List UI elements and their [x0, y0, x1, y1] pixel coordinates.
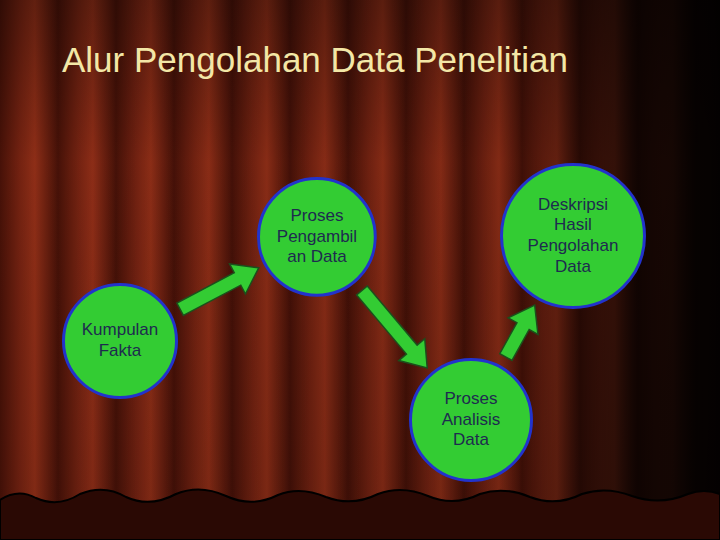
node-label: Proses Analisis Data	[435, 389, 507, 451]
process-circle: Proses Pengambil an Data	[257, 177, 377, 297]
node-label: Deskripsi Hasil Pengolahan Data	[521, 195, 625, 278]
flow-arrow	[500, 305, 538, 360]
curtain-hem	[0, 489, 720, 540]
flow-arrow	[177, 264, 259, 316]
text-holder: Proses Analisis Data	[435, 389, 507, 451]
text-holder: Kumpulan Fakta	[74, 320, 166, 361]
slide-title: Alur Pengolahan Data Penelitian	[62, 40, 568, 80]
text-holder: Deskripsi Hasil Pengolahan Data	[521, 195, 625, 278]
circle-shape	[64, 285, 177, 398]
circle-shape	[502, 165, 645, 308]
process-circle: Proses Analisis Data	[409, 358, 533, 482]
process-circle: Deskripsi Hasil Pengolahan Data	[500, 163, 646, 309]
flow-arrow	[357, 286, 428, 368]
process-circle: Kumpulan Fakta	[62, 283, 178, 399]
node-label: Kumpulan Fakta	[74, 320, 166, 361]
node-label: Proses Pengambil an Data	[273, 206, 361, 268]
circle-shape	[411, 360, 532, 481]
circle-shape	[259, 179, 376, 296]
text-holder: Proses Pengambil an Data	[273, 206, 361, 268]
